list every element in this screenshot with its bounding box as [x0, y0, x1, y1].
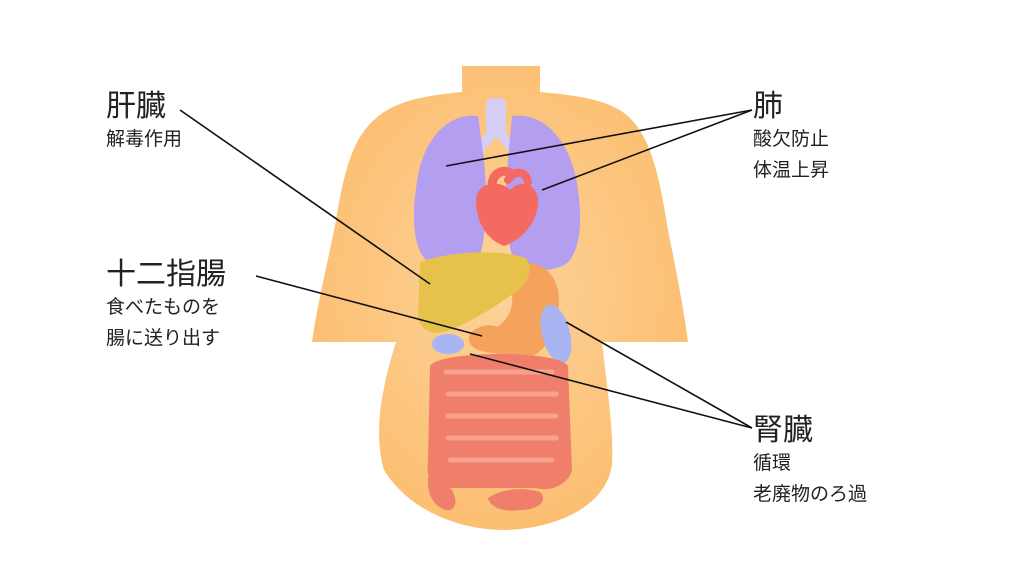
duodenum-desc-2: 腸に送り出す	[106, 327, 221, 349]
leader-lung-left	[445, 109, 753, 167]
kidney-label: 腎臓 循環 老廃物のろ過	[753, 414, 867, 510]
lung-name: 肺	[753, 89, 783, 124]
left-lung	[413, 115, 486, 269]
liver	[418, 252, 530, 333]
kidney-desc-1: 循環	[753, 452, 792, 474]
lung-desc-1: 酸欠防止	[753, 128, 830, 150]
right-kidney	[540, 304, 572, 364]
lung-label: 肺 酸欠防止 体温上昇	[753, 90, 829, 186]
heart	[476, 166, 539, 246]
left-kidney	[432, 334, 464, 354]
duodenum-label: 十二指腸 食べたものを 腸に送り出す	[106, 258, 226, 354]
liver-name: 肝臓	[106, 89, 166, 124]
liver-label: 肝臓 解毒作用	[106, 90, 182, 155]
leader-kidney-left	[469, 353, 753, 429]
leader-kidney-right	[565, 321, 753, 429]
leader-duodenum	[255, 275, 483, 337]
duodenum-desc-1: 食べたものを	[106, 296, 221, 318]
leader-lung-right	[541, 109, 753, 191]
liver-desc-1: 解毒作用	[106, 128, 183, 150]
duodenum-name: 十二指腸	[106, 257, 226, 292]
duodenum	[468, 325, 509, 354]
kidney-name: 腎臓	[753, 413, 813, 448]
kidney-desc-2: 老廃物のろ過	[753, 483, 868, 505]
leader-lines	[179, 109, 753, 429]
lung-desc-2: 体温上昇	[753, 159, 830, 181]
intestines	[427, 354, 572, 511]
leader-liver	[179, 109, 431, 285]
